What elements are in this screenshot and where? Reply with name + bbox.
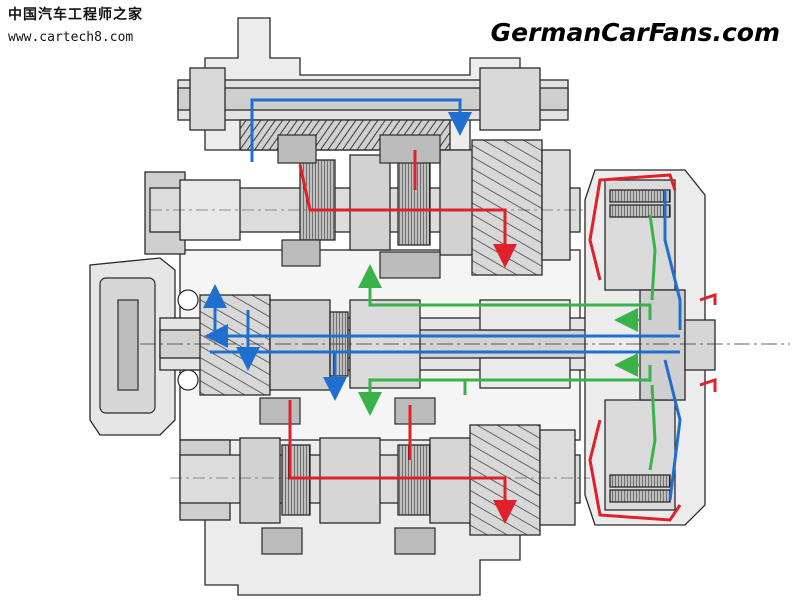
blue-power-flow <box>203 98 682 501</box>
red-power-flow <box>288 150 717 524</box>
lower-synchronizers <box>259 397 436 555</box>
green-power-flow <box>358 214 657 471</box>
upper-synchronizers <box>277 134 441 279</box>
dual-clutch-pack <box>584 169 716 526</box>
watermark-site-chinese: 中国汽车工程师之家 <box>8 7 143 23</box>
watermark-brand: GermanCarFans.com <box>490 18 780 47</box>
left-flange-housing <box>99 277 199 414</box>
top-shaft <box>177 67 569 151</box>
lower-layshaft <box>179 424 581 536</box>
watermark-site-url: www.cartech8.com <box>8 30 134 45</box>
